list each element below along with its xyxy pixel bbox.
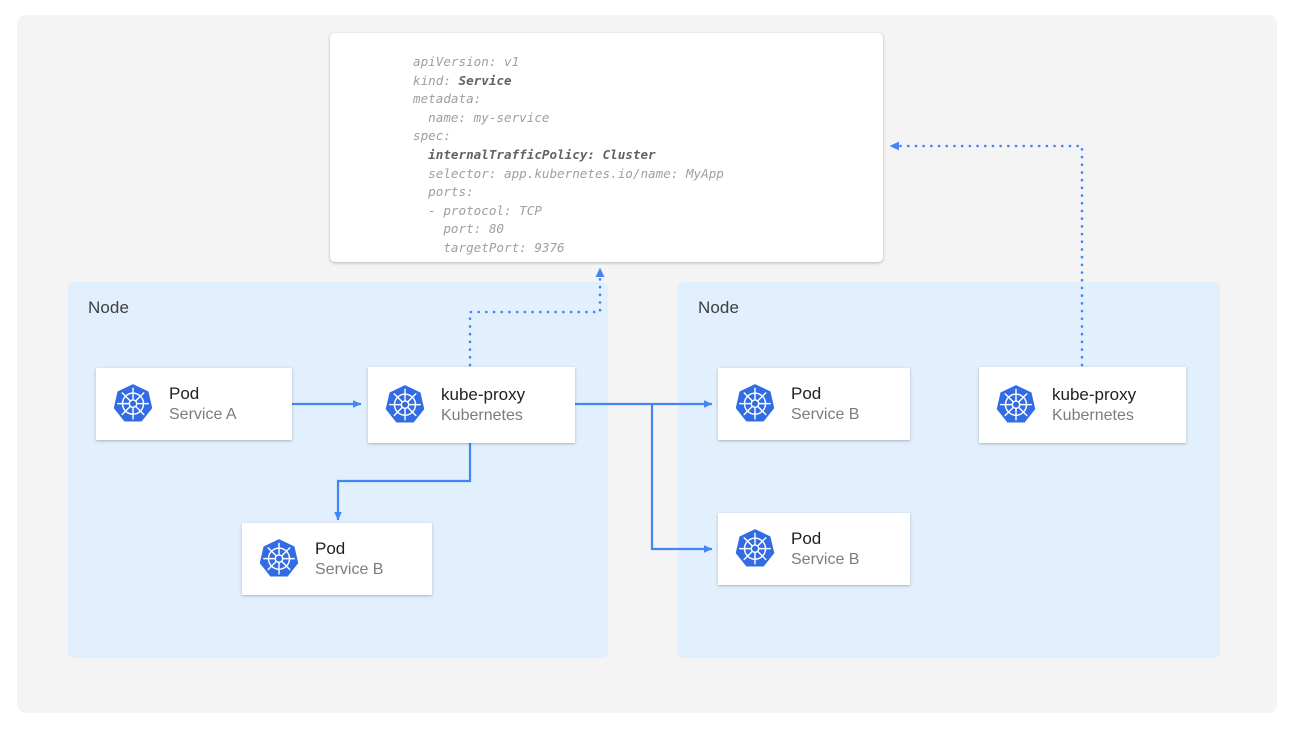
card-subtitle: Service B (791, 405, 860, 423)
kubernetes-logo-icon (257, 537, 301, 581)
kubernetes-logo-icon (733, 382, 777, 426)
card-text: Pod Service B (791, 384, 859, 424)
card-text: kube-proxy Kubernetes (1052, 385, 1136, 425)
card-pod-service-b-remote-2[interactable]: Pod Service B (718, 513, 910, 585)
kubernetes-logo-icon (733, 527, 777, 571)
node-container-right: Node (678, 282, 1220, 658)
card-text: Pod Service B (791, 529, 859, 569)
service-manifest-yaml: apiVersion: v1 kind: Service metadata: n… (413, 54, 724, 255)
card-kube-proxy-left[interactable]: kube-proxy Kubernetes (368, 367, 575, 443)
card-title: Pod (315, 538, 346, 558)
card-title: Pod (169, 383, 200, 403)
kubernetes-logo-icon (383, 383, 427, 427)
kubernetes-logo-icon (994, 383, 1038, 427)
card-title: Pod (791, 528, 822, 548)
service-manifest-card: apiVersion: v1 kind: Service metadata: n… (330, 33, 883, 262)
card-subtitle: Service B (315, 560, 384, 578)
card-title: Pod (791, 383, 822, 403)
card-subtitle: Kubernetes (441, 406, 523, 424)
kubernetes-logo-icon (111, 382, 155, 426)
card-pod-service-b-remote-1[interactable]: Pod Service B (718, 368, 910, 440)
card-title: kube-proxy (441, 384, 526, 404)
node-label-left: Node (88, 298, 130, 317)
card-subtitle: Service B (791, 550, 860, 568)
card-text: kube-proxy Kubernetes (441, 385, 525, 425)
card-pod-service-a[interactable]: Pod Service A (96, 368, 292, 440)
card-title: kube-proxy (1052, 384, 1137, 404)
card-pod-service-b-local[interactable]: Pod Service B (242, 523, 432, 595)
card-text: Pod Service B (315, 539, 383, 579)
card-kube-proxy-right[interactable]: kube-proxy Kubernetes (979, 367, 1186, 443)
node-container-left: Node (68, 282, 608, 658)
card-subtitle: Service A (169, 405, 237, 423)
card-subtitle: Kubernetes (1052, 406, 1134, 424)
node-label-right: Node (698, 298, 740, 317)
card-text: Pod Service A (169, 384, 237, 424)
